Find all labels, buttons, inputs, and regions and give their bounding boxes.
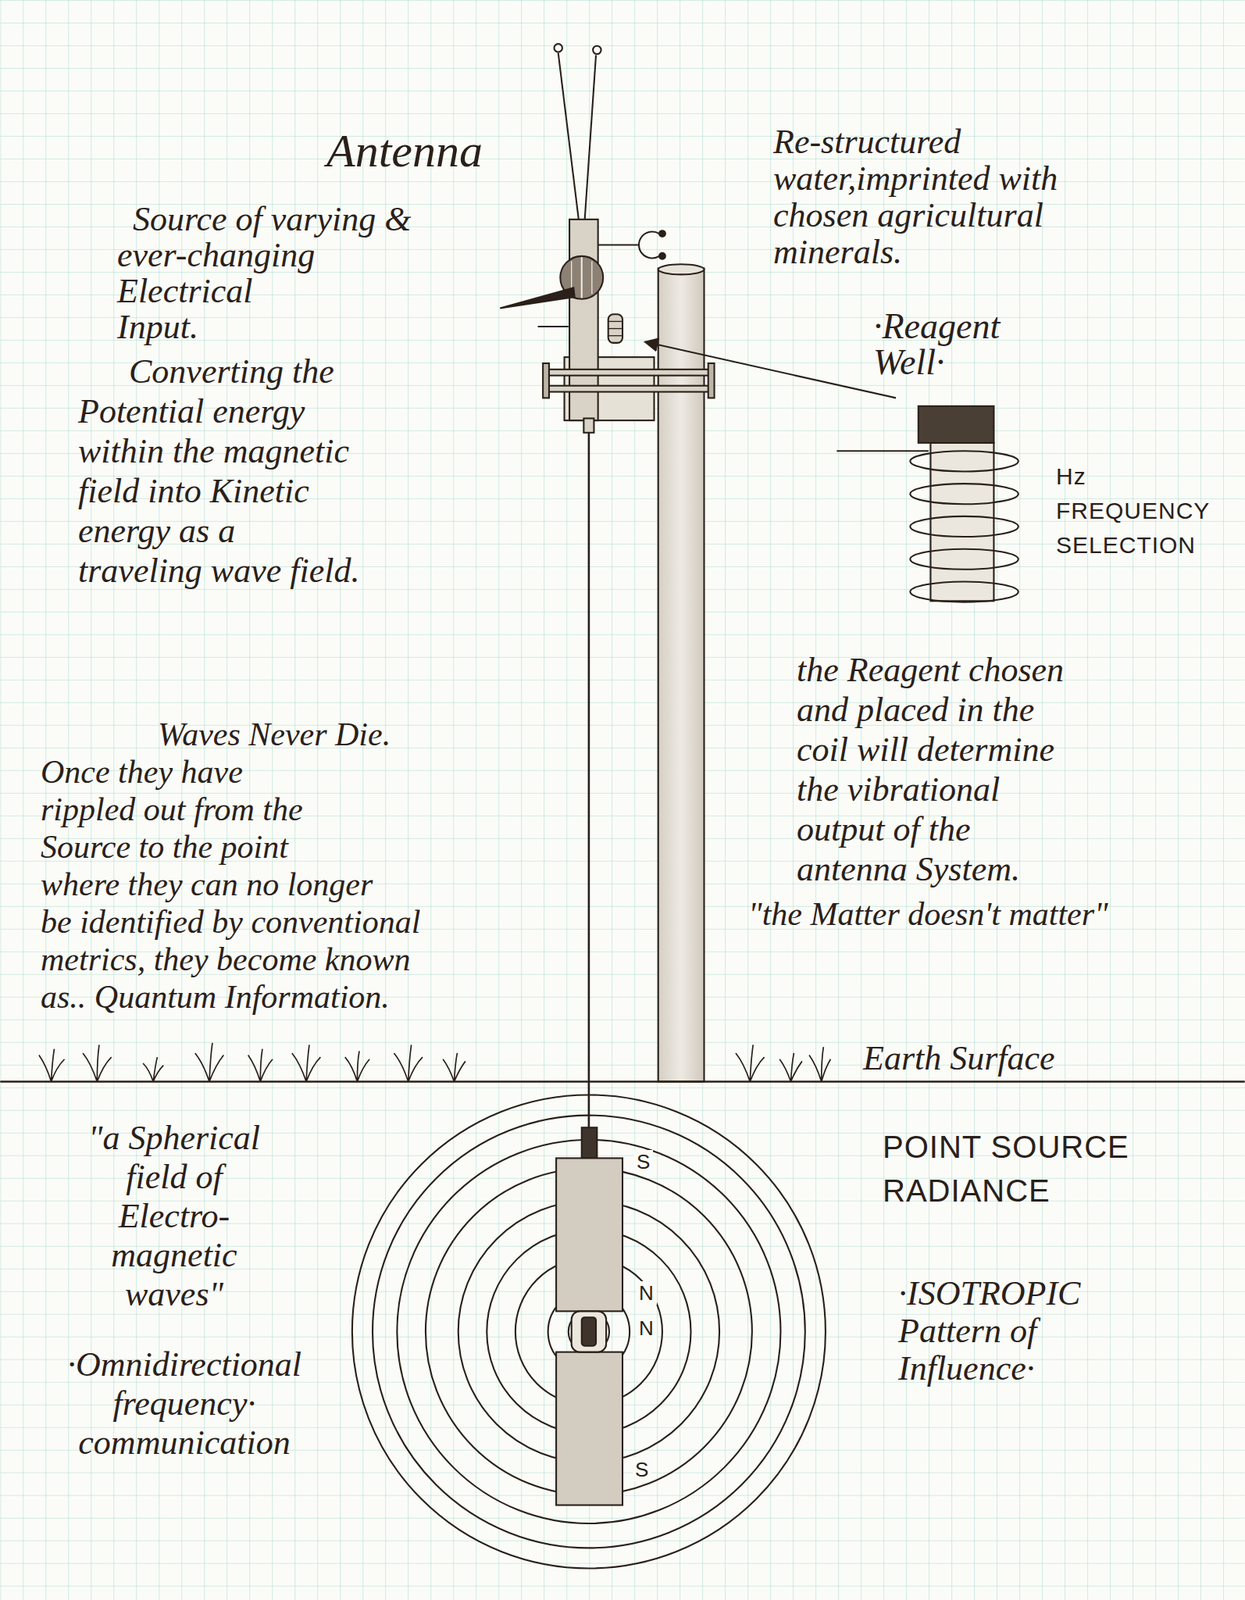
handwritten-note: ·Omnidirectional frequency· communicatio… [20, 1344, 349, 1463]
well-cap [918, 406, 995, 443]
coil-loop [909, 483, 1018, 504]
wave-ring [568, 1310, 610, 1352]
coil-loop [909, 450, 1018, 471]
mast-assembly [499, 43, 714, 1128]
antenna-rod [585, 55, 596, 220]
handwritten-note: Re-structured water,imprinted with chose… [773, 123, 1227, 271]
handwritten-note: ·Reagent Well· [873, 308, 1186, 381]
pole-letter: N [636, 1280, 657, 1305]
mast-coil [608, 313, 623, 343]
crossbar-post [708, 363, 715, 398]
handwritten-note: Source of varying & ever-changing Electr… [117, 201, 524, 346]
hook-end [659, 253, 666, 260]
coil-core [930, 442, 994, 601]
handwritten-note: "the Matter doesn't matter" [748, 895, 1225, 933]
dial-hatch [581, 256, 583, 298]
crossbar-post [542, 363, 550, 398]
antenna-rod [558, 53, 579, 220]
earth-surface-line [0, 1080, 1245, 1083]
coil-loop [909, 581, 1018, 602]
wire-fitting [583, 418, 594, 433]
hook-end [659, 230, 666, 237]
dial-hatch [591, 260, 593, 294]
wave-ring [372, 1115, 806, 1549]
side-tick [538, 325, 569, 328]
handwritten-note: Hz FREQUENCY SELECTION [1055, 459, 1241, 563]
wave-ring [396, 1139, 781, 1524]
spherical-field [352, 1094, 826, 1568]
ground [0, 1042, 1245, 1082]
coil-loop [909, 549, 1018, 570]
coil-turn [608, 335, 623, 336]
hook-arm [598, 243, 639, 246]
handwritten-note: the Reagent chosen and placed in the coi… [796, 649, 1235, 889]
pole-letter: S [634, 1149, 653, 1174]
handwritten-note: "a Spherical field of Electro-magnetic w… [71, 1118, 277, 1314]
crossbar [545, 369, 713, 376]
handwritten-note: Waves Never Die. Once they have rippled … [40, 715, 572, 1016]
lower-magnet [556, 1352, 623, 1506]
coil-turn [608, 321, 623, 322]
rod-tip [553, 43, 562, 52]
center-core-inner [581, 1316, 596, 1346]
pole-letter: S [632, 1457, 652, 1481]
handwritten-note: Earth Surface [863, 1038, 1231, 1078]
grass-tufts [39, 1042, 832, 1082]
handwritten-note: ·ISOTROPIC Pattern of Influence· [898, 1274, 1227, 1388]
c-hook [638, 231, 660, 258]
magnet-cap [581, 1127, 598, 1158]
center-core [571, 1310, 607, 1352]
coil-lead [836, 449, 929, 452]
upper-magnet [556, 1157, 623, 1311]
pole-letter: N [636, 1316, 657, 1340]
coil-loop [909, 516, 1018, 537]
down-wire [588, 432, 591, 1128]
input-pointer [499, 287, 575, 308]
handwritten-note: Converting the Potential energy within t… [78, 351, 547, 591]
leader-arrow [645, 342, 896, 399]
handwritten-note: Antenna [326, 124, 577, 177]
crossbar [545, 385, 713, 393]
coil-turn [608, 328, 623, 329]
magnet-stack [556, 1127, 623, 1505]
wave-ring [352, 1094, 826, 1568]
rod-tip [592, 46, 601, 54]
pole-top [658, 263, 705, 275]
reagent-well [645, 342, 1019, 603]
handwritten-note: POINT SOURCE RADIANCE [882, 1124, 1227, 1213]
